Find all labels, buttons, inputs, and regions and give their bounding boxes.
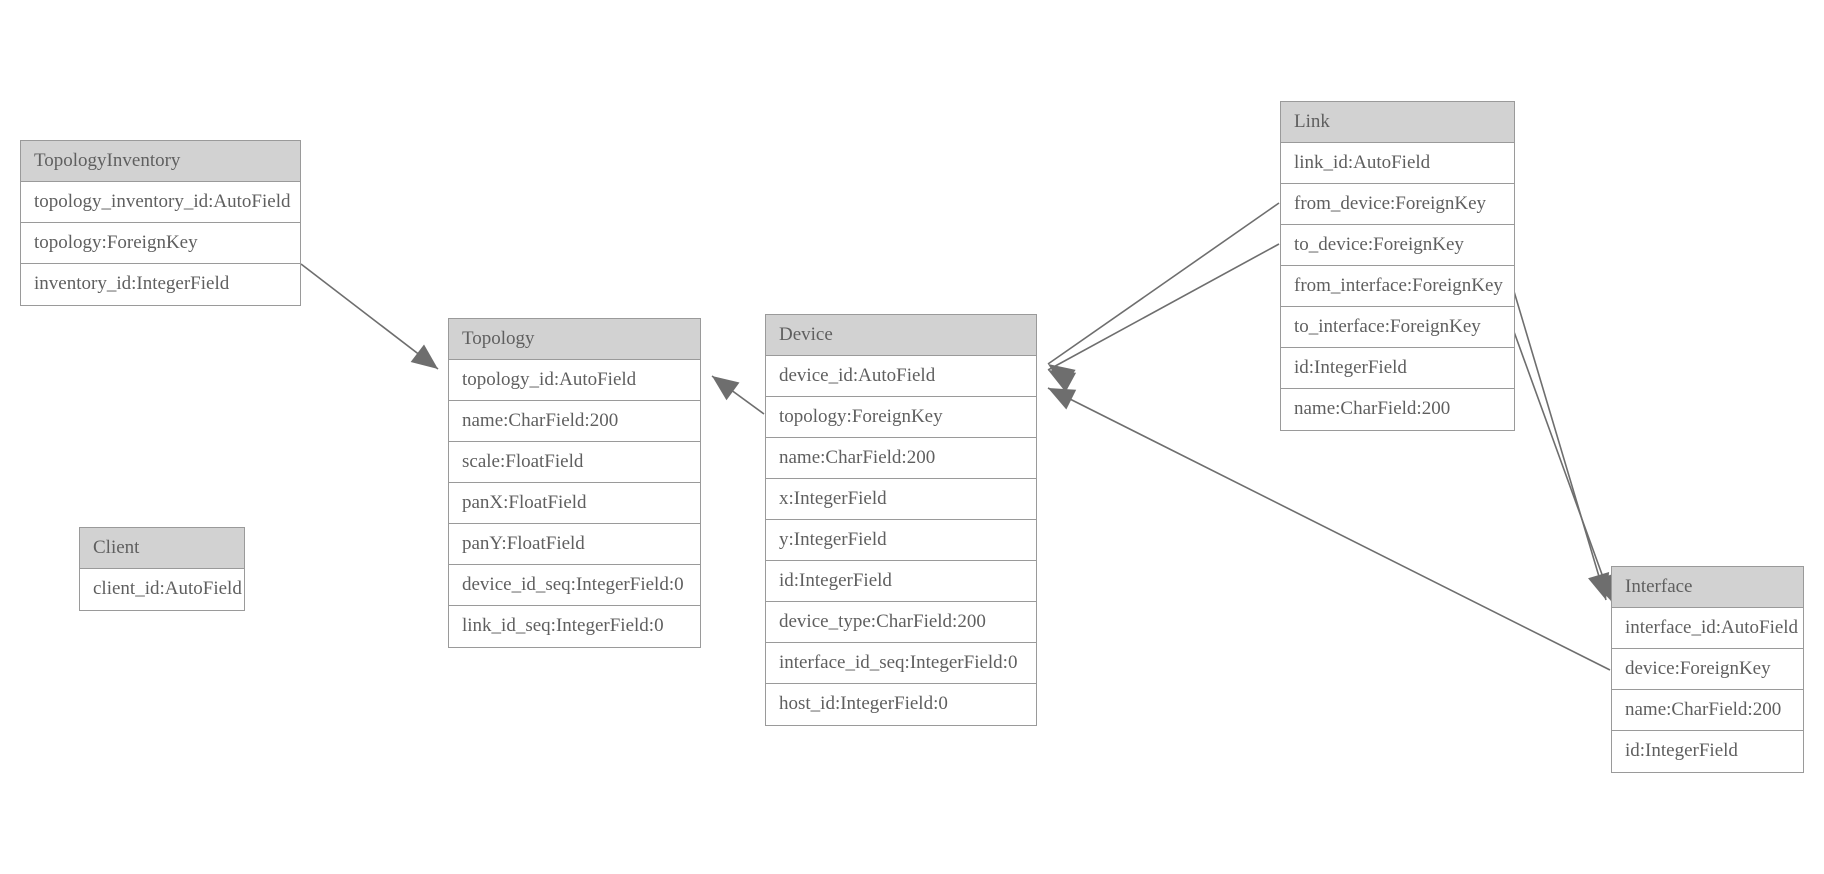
entity-field-row[interactable]: topology_inventory_id:AutoField (21, 182, 300, 223)
relationship-line (1047, 243, 1280, 371)
entity-title-topology_inventory: TopologyInventory (21, 141, 300, 182)
entity-field-row[interactable]: device_id_seq:IntegerField:0 (449, 565, 700, 606)
relationship-arrowhead (1048, 388, 1077, 410)
entity-field-row[interactable]: x:IntegerField (766, 479, 1036, 520)
entity-field-row[interactable]: link_id_seq:IntegerField:0 (449, 606, 700, 647)
entity-field-row[interactable]: interface_id_seq:IntegerField:0 (766, 643, 1036, 684)
entity-field-row[interactable]: topology:ForeignKey (766, 397, 1036, 438)
relationship-arrowhead (1048, 364, 1076, 388)
relationship-rel-topologyinventory-topology (300, 263, 439, 370)
entity-field-row[interactable]: inventory_id:IntegerField (21, 264, 300, 305)
entity-field-row[interactable]: device_id:AutoField (766, 356, 1036, 397)
relationship-line (1512, 287, 1607, 601)
relationship-line (1047, 202, 1280, 365)
entity-field-row[interactable]: topology_id:AutoField (449, 360, 700, 401)
relationship-arrowhead (712, 376, 740, 401)
relationship-rel-link-from_device-device (1047, 202, 1280, 388)
entity-field-row[interactable]: panY:FloatField (449, 524, 700, 565)
entity-field-row[interactable]: topology:ForeignKey (21, 223, 300, 264)
relationship-line (711, 375, 765, 415)
relationship-rel-link-from_interface-interface (1512, 287, 1610, 601)
entity-field-row[interactable]: scale:FloatField (449, 442, 700, 483)
relationship-arrowhead (1048, 370, 1077, 393)
entity-field-row[interactable]: id:IntegerField (1612, 731, 1803, 772)
relationship-arrowhead (410, 344, 438, 369)
entity-field-row[interactable]: device_type:CharField:200 (766, 602, 1036, 643)
entity-field-row[interactable]: from_device:ForeignKey (1281, 184, 1514, 225)
entity-field-row[interactable]: id:IntegerField (1281, 348, 1514, 389)
entity-field-row[interactable]: client_id:AutoField (80, 569, 244, 610)
entity-title-device: Device (766, 315, 1036, 356)
entity-field-row[interactable]: to_device:ForeignKey (1281, 225, 1514, 266)
entity-field-row[interactable]: name:CharField:200 (449, 401, 700, 442)
entity-title-topology: Topology (449, 319, 700, 360)
relationship-rel-device-topology (711, 375, 765, 415)
entity-field-row[interactable]: to_interface:ForeignKey (1281, 307, 1514, 348)
entity-field-row[interactable]: name:CharField:200 (1612, 690, 1803, 731)
entity-field-row[interactable]: name:CharField:200 (1281, 389, 1514, 430)
entity-field-row[interactable]: interface_id:AutoField (1612, 608, 1803, 649)
entity-field-row[interactable]: y:IntegerField (766, 520, 1036, 561)
entity-title-client: Client (80, 528, 244, 569)
relationship-rel-link-to_device-device (1047, 243, 1280, 393)
entity-field-row[interactable]: host_id:IntegerField:0 (766, 684, 1036, 725)
entity-field-row[interactable]: device:ForeignKey (1612, 649, 1803, 690)
entity-field-row[interactable]: panX:FloatField (449, 483, 700, 524)
relationship-rel-link-to_interface-interface (1512, 328, 1614, 603)
relationship-line (1512, 328, 1613, 603)
entity-title-interface: Interface (1612, 567, 1803, 608)
entity-field-row[interactable]: name:CharField:200 (766, 438, 1036, 479)
entity-field-row[interactable]: link_id:AutoField (1281, 143, 1514, 184)
entity-field-row[interactable]: from_interface:ForeignKey (1281, 266, 1514, 307)
entity-title-link: Link (1281, 102, 1514, 143)
entity-field-row[interactable]: id:IntegerField (766, 561, 1036, 602)
relationship-line (300, 263, 439, 370)
